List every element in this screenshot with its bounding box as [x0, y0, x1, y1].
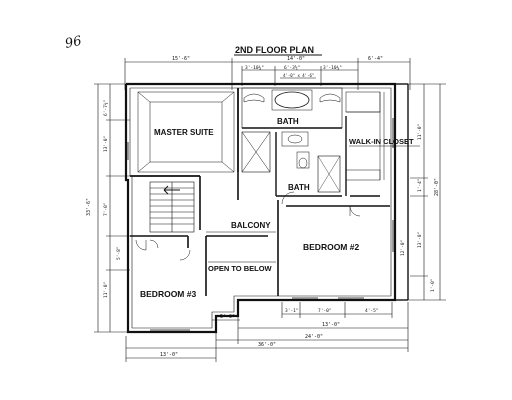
handwritten-note: 96 [64, 34, 83, 52]
right-dimension-lines [408, 83, 446, 301]
dim-right-a: 11'-0" [417, 124, 423, 140]
stairs [149, 181, 195, 233]
room-label-bath-mid: BATH [288, 183, 310, 192]
dim-top-a: 3'-10¾" [245, 65, 264, 71]
dim-bot-g: 36'-0" [258, 342, 276, 348]
dim-right-c: 13'-8" [417, 232, 423, 248]
dim-right-total: 28'-0" [434, 178, 440, 196]
room-label-bedroom-3: BEDROOM #3 [140, 289, 196, 299]
dim-bot-d: 3'-1" [285, 308, 299, 314]
bedroom-2-area [281, 191, 390, 217]
room-label-open-to-below: OPEN TO BELOW [208, 264, 273, 273]
room-label-walk-in-closet: WALK-IN CLOSET [349, 137, 414, 146]
dim-bot-a: 5'-0" [220, 314, 235, 320]
dim-top-c: 3'-10¾" [323, 65, 342, 71]
dim-top-b: 6'-3½" [284, 64, 300, 71]
top-dimension-lines [124, 58, 411, 90]
bedroom-3-area [135, 239, 191, 261]
left-dimension-lines [94, 83, 130, 333]
dim-bot-c: 13'-0" [322, 322, 340, 328]
dim-left-b: 13'-0" [103, 136, 109, 152]
dim-left-a: 6'-7¾" [103, 100, 109, 116]
dim-right-e: 12'-0" [400, 240, 406, 256]
mid-bath-area [241, 116, 347, 197]
top-bath-area [241, 87, 343, 129]
dim-bot-f: 4'-5" [365, 308, 379, 314]
dim-bot-e: 7'-0" [318, 308, 332, 314]
dim-right-b: 1'-4" [417, 178, 423, 192]
dim-bot-b: 24'-0" [305, 334, 323, 340]
dim-left-total: 33'-6" [86, 198, 92, 216]
dim-left-d: 11'-0" [103, 282, 109, 298]
room-label-balcony: BALCONY [231, 221, 271, 230]
dim-top-mid: 14'-0" [287, 56, 305, 62]
room-label-bath-top: BATH [277, 117, 299, 126]
room-label-bedroom-2: BEDROOM #2 [303, 242, 359, 252]
windows [127, 118, 394, 331]
plan-title: 2ND FLOOR PLAN [235, 45, 314, 55]
room-label-master-suite: MASTER SUITE [154, 128, 214, 137]
master-suite-area [130, 88, 239, 177]
dim-top-right: 6'-4" [368, 56, 383, 62]
dim-top-window: 4'-0" x 4'-6" [283, 73, 314, 78]
dim-left-c: 7'-0" [103, 202, 109, 216]
dim-top-left: 15'-6" [172, 56, 190, 62]
dim-bot-h: 13'-0" [160, 352, 178, 358]
bottom-dimension-lines [125, 302, 409, 362]
dim-right-d: 1'-0" [430, 278, 436, 292]
dim-left-e: 5'-8" [116, 246, 122, 260]
balcony-railing [206, 231, 276, 263]
